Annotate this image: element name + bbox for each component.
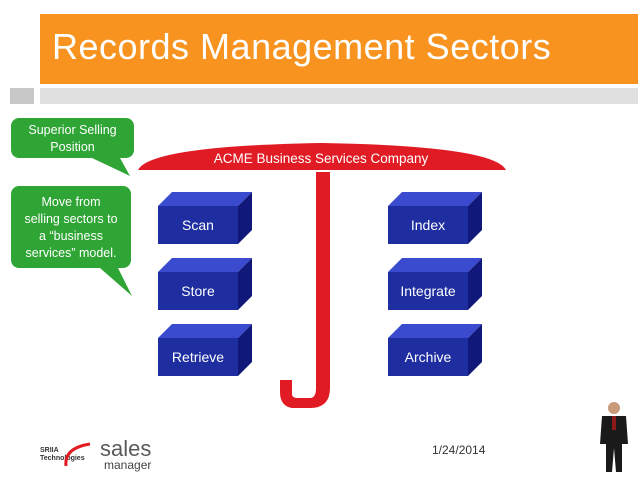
umbrella-handle bbox=[280, 172, 330, 408]
umbrella-label: ACME Business Services Company bbox=[213, 151, 429, 166]
box-top bbox=[388, 258, 482, 272]
sector-box-scan: Scan bbox=[158, 206, 238, 244]
left-accent-block bbox=[10, 88, 34, 104]
sector-box-integrate: Integrate bbox=[388, 272, 468, 310]
callout-1-line-2: Position bbox=[50, 140, 95, 154]
sector-box-archive: Archive bbox=[388, 338, 468, 376]
callout-tail-2 bbox=[100, 268, 132, 296]
logo-swoosh-icon bbox=[64, 442, 91, 467]
logo-line-1: SRIIA bbox=[40, 447, 59, 454]
box-top bbox=[158, 258, 252, 272]
callout-superior-selling: Superior Selling Position bbox=[11, 118, 134, 158]
businessman-figure bbox=[600, 402, 628, 472]
callout-2-line-2: selling sectors to bbox=[24, 212, 118, 226]
callout-tail-1 bbox=[92, 158, 130, 176]
callout-2-line-1: Move from bbox=[41, 195, 101, 209]
title-bar bbox=[40, 14, 638, 84]
slide-date: 1/24/2014 bbox=[432, 443, 486, 457]
slide-title: Records Management Sectors bbox=[52, 26, 552, 67]
box-top bbox=[388, 324, 482, 338]
logo-sales: sales bbox=[100, 436, 152, 461]
callout-2-line-4: services” model. bbox=[25, 246, 117, 260]
callout-2-line-3: a “business bbox=[39, 229, 103, 243]
logo-sriia: SRIIA Technologies bbox=[40, 447, 85, 463]
sector-box-store: Store bbox=[158, 272, 238, 310]
box-top bbox=[158, 324, 252, 338]
logo-line-2: Technologies bbox=[40, 455, 85, 462]
box-top bbox=[388, 192, 482, 206]
sector-box-index: Index bbox=[388, 206, 468, 244]
gray-strip bbox=[40, 88, 638, 104]
logo-manager: manager bbox=[104, 458, 152, 472]
umbrella-canopy bbox=[138, 143, 506, 170]
callout-1-line-1: Superior Selling bbox=[28, 123, 117, 137]
callout-move-from: Move from selling sectors to a “business… bbox=[11, 186, 131, 268]
box-top bbox=[158, 192, 252, 206]
sector-box-retrieve: Retrieve bbox=[158, 338, 238, 376]
